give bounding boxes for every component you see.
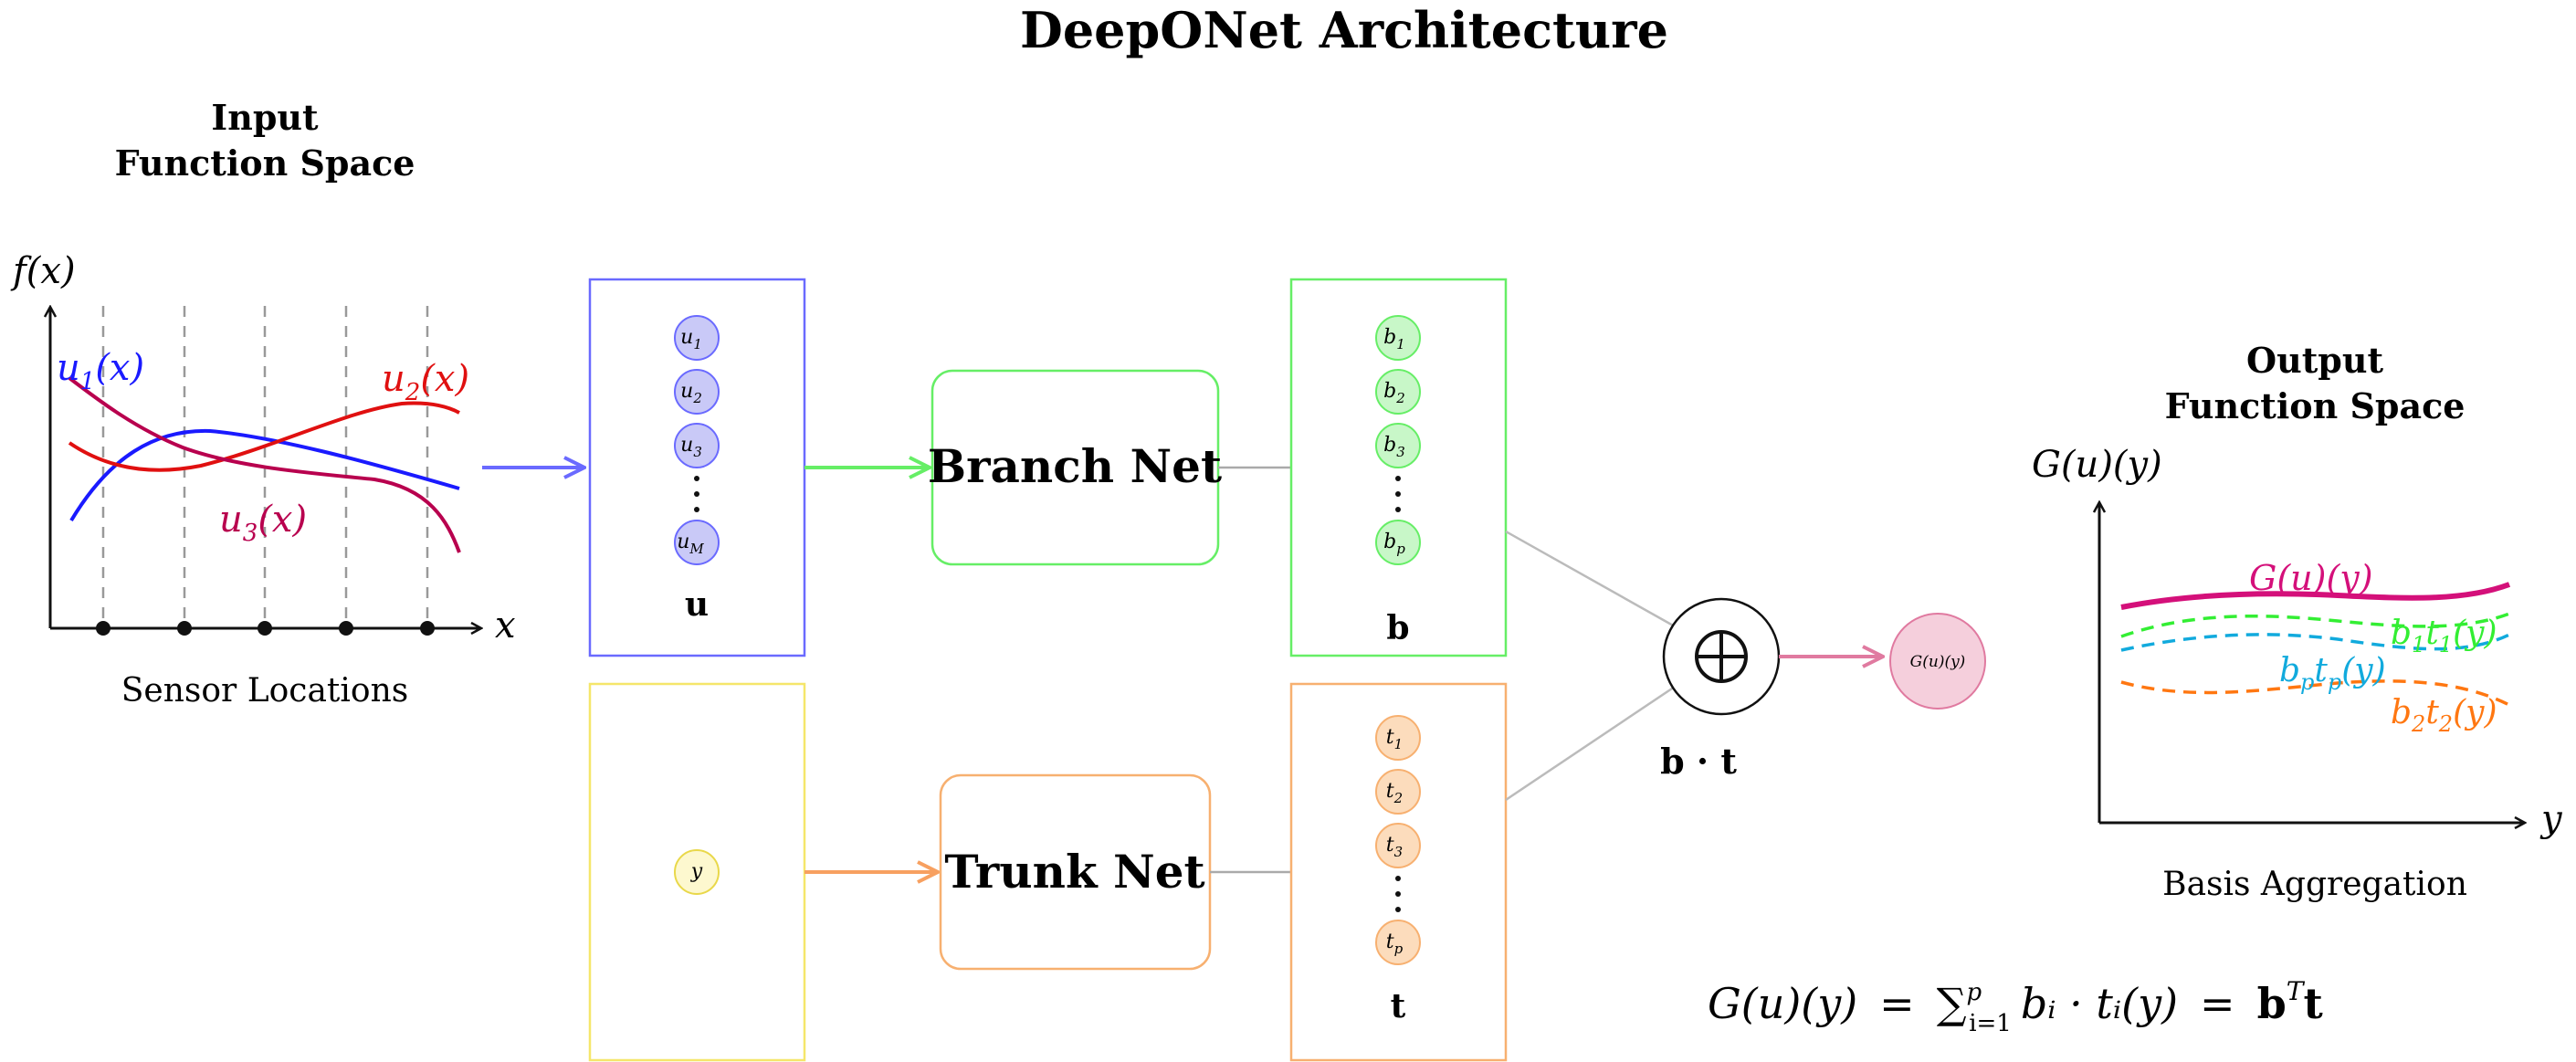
curve-b1t1-label: b1t1(y) [2391, 615, 2497, 657]
input-panel-title-line2: Function Space [115, 142, 415, 184]
dot-product-node: b · t [1660, 597, 1781, 782]
connector-t-to-combine [1505, 685, 1676, 802]
sensor-point-4 [339, 621, 353, 636]
sensor-point-2 [177, 621, 192, 636]
svg-text:tp: tp [1386, 931, 1404, 957]
sensor-points [96, 621, 435, 636]
branch-output-ellipsis [1395, 476, 1401, 512]
branch-input-vector: u1 u2 u3 uM u [588, 278, 806, 657]
curve-u2-label: u2(x) [382, 358, 469, 406]
branch-input-node-1: u1 [674, 315, 720, 361]
svg-text:y: y [690, 860, 703, 883]
svg-text:bp: bp [1383, 531, 1405, 557]
branch-output-node-3: b3 [1375, 423, 1421, 468]
branch-input-node-m: uM [674, 520, 720, 565]
trunk-output-node-1: t1 [1375, 715, 1421, 761]
curve-u2 [68, 401, 460, 472]
output-x-axis-label: y [2539, 798, 2563, 840]
output-node-circle [1889, 613, 1986, 710]
output-function-panel: Output Function Space G(u)(y) y G(u)(y) … [2032, 340, 2563, 903]
trunk-output-node-3: t3 [1375, 823, 1421, 868]
svg-text:b1: b1 [1383, 326, 1405, 352]
trunk-input-vector: y [588, 682, 806, 1062]
output-panel-title-line1: Output [2246, 340, 2383, 381]
svg-text:u3: u3 [680, 434, 702, 460]
svg-text:u1: u1 [680, 326, 702, 352]
output-node-label: G(u)(y) [1910, 653, 1966, 671]
input-x-axis-label: x [495, 605, 516, 647]
oplus-icon [1695, 630, 1748, 683]
branch-net-label: Branch Net [928, 439, 1222, 493]
branch-input-ellipsis [694, 476, 699, 512]
branch-output-node-2: b2 [1375, 369, 1421, 415]
trunk-output-node-p: tp [1375, 920, 1421, 965]
dot-product-label: b · t [1660, 741, 1737, 782]
branch-output-box [1289, 278, 1508, 657]
trunk-net-label: Trunk Net [944, 845, 1204, 899]
svg-text:u2: u2 [680, 380, 702, 406]
curve-u3-label: u3(x) [219, 499, 307, 547]
input-y-axis-label: f(x) [10, 250, 76, 292]
trunk-output-ellipsis [1395, 876, 1401, 912]
branch-output-vector-label: b [1386, 609, 1409, 647]
curve-u1-label: u1(x) [57, 347, 144, 395]
output-y-axis-label: G(u)(y) [2032, 444, 2162, 486]
curve-u3 [68, 376, 461, 553]
sensor-point-3 [258, 621, 272, 636]
branch-input-node-3: u3 [674, 423, 720, 468]
trunk-net: Trunk Net [939, 773, 1212, 971]
trunk-output-vector-label: t [1391, 987, 1406, 1025]
input-function-panel: Input Function Space f(x) x u1(x) u [10, 97, 516, 710]
curve-b2t2-label: b2t2(y) [2391, 694, 2497, 737]
svg-text:t2: t2 [1386, 780, 1403, 806]
svg-text:t3: t3 [1386, 834, 1403, 860]
curve-g-label: G(u)(y) [2249, 558, 2373, 598]
curve-u1 [69, 428, 460, 522]
diagram-title: DeepONet Architecture [1020, 1, 1668, 59]
branch-input-vector-label: u [685, 585, 709, 624]
trunk-output-vector: t1 t2 t3 tp t [1289, 682, 1508, 1062]
branch-input-node-2: u2 [674, 369, 720, 415]
sensor-point-1 [96, 621, 110, 636]
connector-b-to-combine [1505, 530, 1676, 628]
curve-bptp [2120, 633, 2510, 652]
trunk-input-node-y: y [674, 849, 720, 895]
sensor-point-5 [420, 621, 435, 636]
output-panel-title-line2: Function Space [2165, 385, 2466, 426]
svg-text:b3: b3 [1383, 434, 1405, 460]
trunk-output-node-2: t2 [1375, 769, 1421, 815]
output-node: G(u)(y) [1889, 613, 1986, 710]
curve-b2t2 [2120, 679, 2510, 707]
curve-bptp-label: bptp(y) [2279, 652, 2386, 695]
branch-output-node-p: bp [1375, 520, 1421, 565]
input-panel-title-line1: Input [211, 97, 319, 138]
branch-output-node-1: b1 [1375, 315, 1421, 361]
trunk-output-box [1289, 682, 1508, 1062]
branch-net: Branch Net [928, 369, 1222, 566]
svg-text:t1: t1 [1386, 726, 1403, 752]
curve-g-output [2120, 582, 2511, 610]
svg-text:uM: uM [677, 531, 704, 557]
curve-b1t1 [2120, 612, 2510, 638]
svg-text:b2: b2 [1383, 380, 1405, 406]
branch-output-vector: b1 b2 b3 bp b [1289, 278, 1508, 657]
input-panel-caption: Sensor Locations [121, 672, 408, 710]
output-panel-caption: Basis Aggregation [2162, 866, 2467, 903]
